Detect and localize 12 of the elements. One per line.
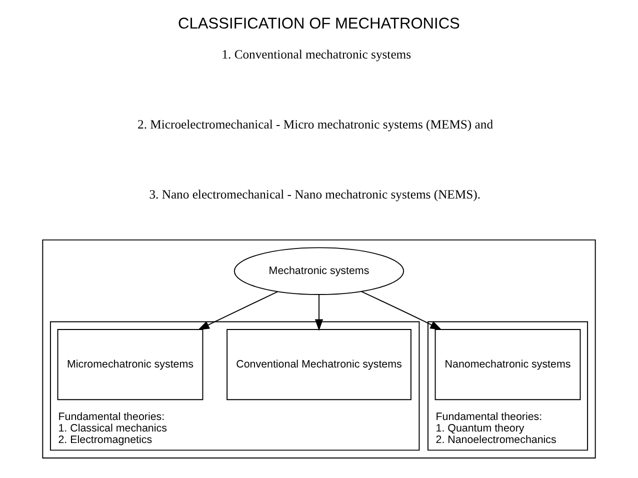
label: 1. Conventional mechatronic systems — [222, 47, 412, 62]
label: 2. Microelectromechanical - Micro mechatronic systems (MEMS) and — [138, 117, 494, 132]
cluster — [42, 239, 596, 458]
node-box: Nanomechatronic systems — [434, 329, 581, 400]
arrow — [360, 291, 442, 330]
arrow — [198, 291, 278, 330]
arrow — [314, 294, 324, 331]
node-box: Conventional Mechatronic systems — [226, 329, 412, 400]
node-box: Micromechatronic systems — [57, 329, 204, 400]
label: 3. Nano electromechanical - Nano mechatronic systems (NEMS). — [149, 187, 481, 202]
diagram-title: CLASSIFICATION OF MECHATRONICS — [178, 16, 460, 33]
node-ellipse: Mechatronic systems — [234, 247, 404, 296]
